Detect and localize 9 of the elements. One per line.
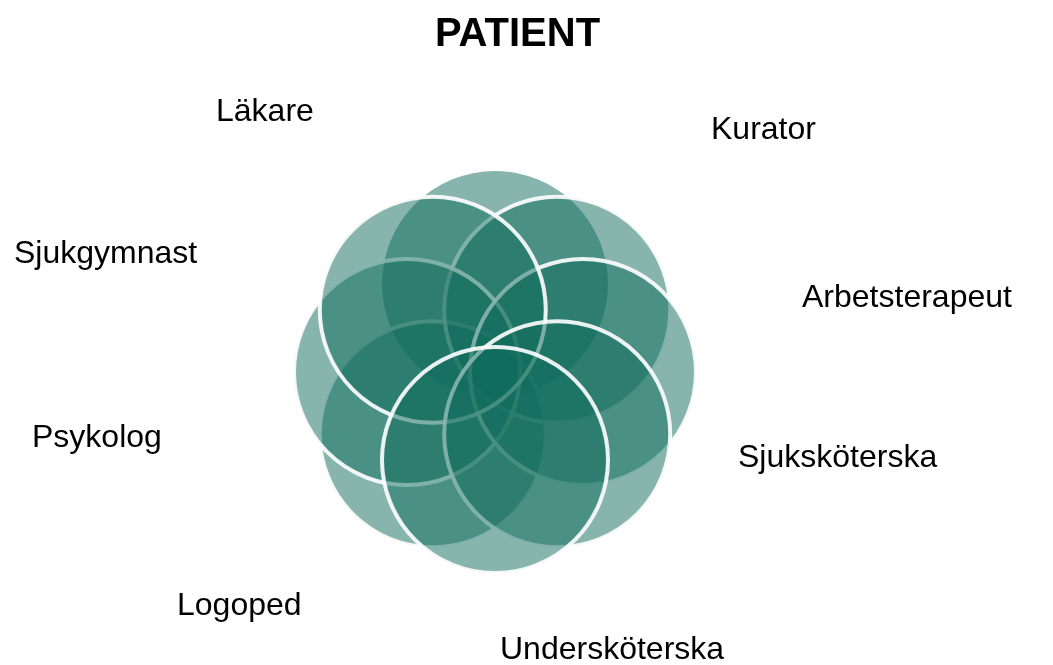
- role-label: Sjuksköterska: [738, 440, 938, 472]
- role-label: Sjukgymnast: [14, 236, 198, 268]
- role-label: Logoped: [177, 588, 302, 620]
- role-label: Arbetsterapeut: [802, 280, 1012, 312]
- title: PATIENT: [434, 12, 601, 52]
- role-label: Kurator: [711, 112, 816, 144]
- role-label: Läkare: [216, 94, 314, 126]
- role-label: Psykolog: [32, 420, 162, 452]
- role-label: Undersköterska: [500, 632, 725, 664]
